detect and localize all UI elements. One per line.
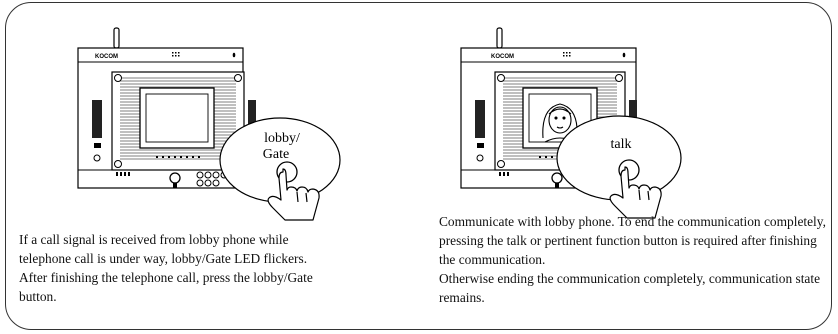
caption-paragraph-1: If a call signal is received from lobby …	[19, 232, 308, 266]
antenna-icon	[496, 27, 503, 49]
panel-caption: Communicate with lobby phone. To end the…	[439, 212, 831, 307]
speaker-grille-icon	[92, 100, 102, 138]
pointing-hand-icon	[609, 166, 662, 219]
caption-paragraph-2: After finishing the telephone call, pres…	[19, 270, 313, 304]
pointing-hand-icon	[267, 168, 320, 221]
bubble-label-line1: lobby/	[264, 131, 300, 146]
antenna-icon	[113, 27, 120, 49]
caption-paragraph-1: Communicate with lobby phone. To end the…	[439, 214, 826, 267]
brand-logo: KOCOM	[95, 54, 118, 60]
panel-caption: If a call signal is received from lobby …	[19, 230, 339, 306]
hook-button	[169, 172, 181, 184]
zoom-bubble	[556, 115, 682, 201]
brand-logo: KOCOM	[491, 54, 514, 60]
hook-button	[551, 172, 563, 184]
speaker-grille-icon	[475, 100, 485, 138]
panel-talk: KOCOM	[419, 0, 838, 334]
intercom-illustration: KOCOM	[460, 27, 682, 219]
visitor-face-icon	[542, 103, 578, 143]
function-buttons[interactable]	[196, 171, 228, 187]
bubble-label: talk	[611, 137, 632, 152]
page-frame	[5, 2, 832, 330]
panel-lobby-gate: KOCOM	[19, 27, 341, 306]
caption-paragraph-2: Otherwise ending the communication compl…	[439, 271, 821, 305]
bubble-label-line2: Gate	[263, 147, 289, 162]
intercom-illustration: KOCOM	[77, 27, 341, 221]
